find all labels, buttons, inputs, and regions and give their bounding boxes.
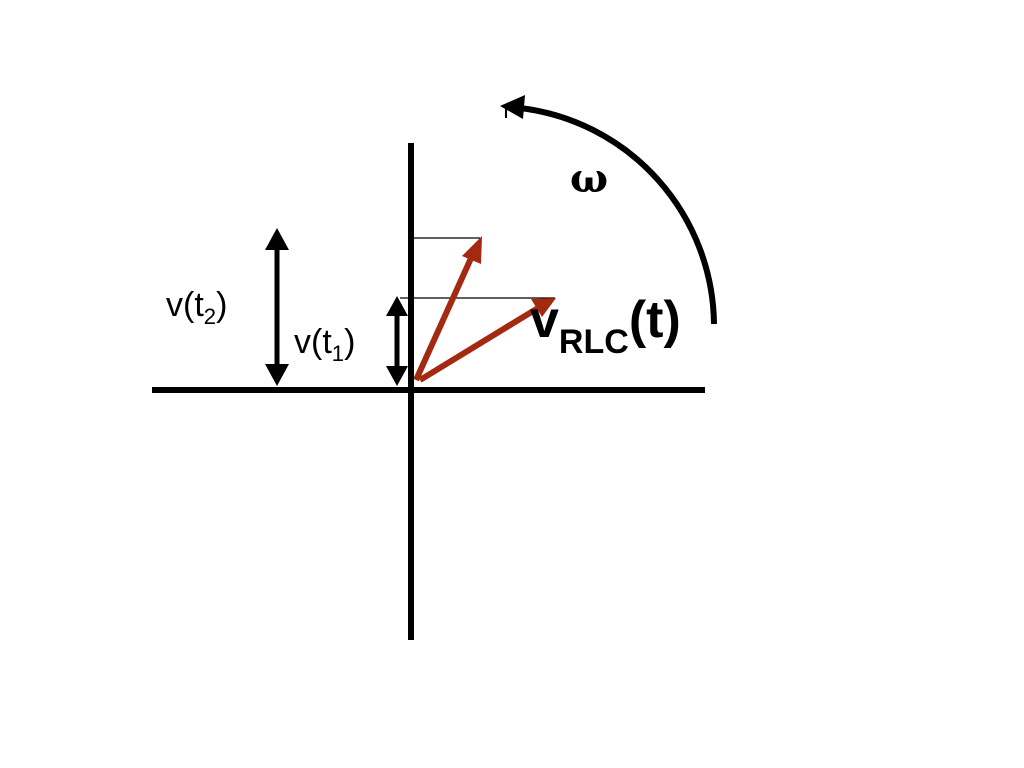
v-t2-label-close: ) [216,286,228,324]
omega-label: ω [570,155,609,202]
phasor-label-base: v [530,291,559,349]
v-t1-label-close: ) [344,323,356,361]
phasor-label-sub: RLC [558,323,629,361]
v-t1-label-base: v(t [294,323,332,361]
v-t2-label-base: v(t [166,286,204,324]
v-t1-label-sub: 1 [331,340,345,366]
v-t2-double-arrow [265,228,289,386]
v-t1-label: v(t1) [294,323,355,367]
phasor-t1 [418,298,556,383]
v-t2-label-sub: 2 [203,303,217,329]
phasor-t2 [413,236,482,382]
phasor-label-suffix: (t) [628,291,681,349]
phasor-label: vRLC(t) [530,290,681,361]
v-t1-double-arrow [386,296,408,386]
rotation-arc [500,95,717,325]
v-t2-label: v(t2) [166,286,227,330]
